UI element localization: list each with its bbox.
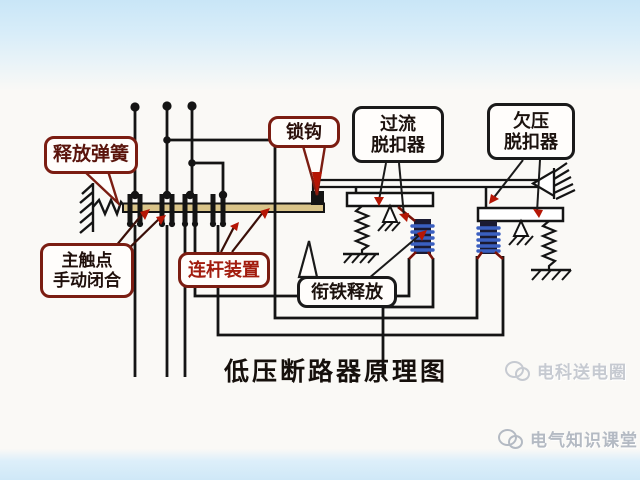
callout-linkage: 连杆装置 (178, 252, 270, 288)
main-contacts (127, 194, 226, 225)
callout-release-spring: 释放弹簧 (44, 136, 138, 174)
trip-lever (311, 162, 576, 200)
diagram-title: 低压断路器原理图 (224, 359, 449, 386)
callout-armature-release: 衔铁释放 (297, 276, 397, 308)
left-wall (79, 183, 95, 234)
terminal-dots (126, 101, 228, 228)
overcurrent-mechanism (343, 187, 435, 264)
release-spring-shape (92, 196, 126, 218)
watermark-middle: 电科送电圈 (505, 358, 627, 383)
watermark-middle-text: 电科送电圈 (537, 363, 627, 382)
watermark-bottom-text: 电气知识课堂 (530, 431, 638, 450)
latch-block (311, 191, 324, 205)
callout-lock-hook: 锁钩 (268, 116, 340, 148)
wechat-icon (498, 427, 524, 451)
watermark-bottom: 电气知识课堂 (498, 426, 638, 451)
undervoltage-mechanism (475, 187, 572, 281)
callout-main-contact: 主触点 手动闭合 (40, 243, 134, 298)
callout-overcurrent-trip: 过流 脱扣器 (352, 106, 444, 163)
callout-undervoltage-trip: 欠压 脱扣器 (487, 103, 575, 160)
wechat-icon (505, 359, 531, 383)
